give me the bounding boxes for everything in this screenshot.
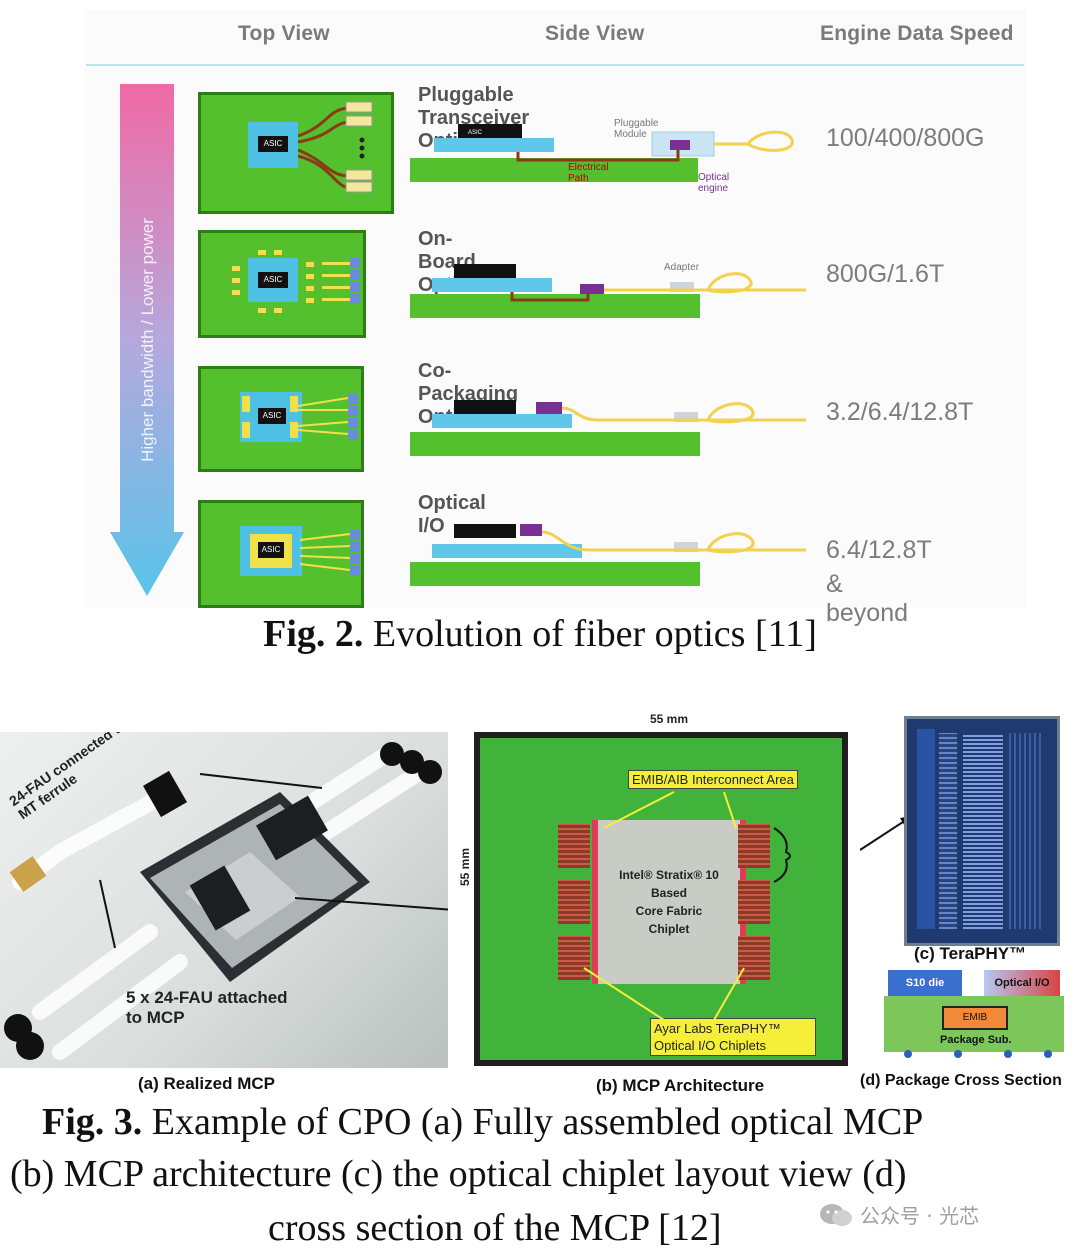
label-adapter: Adapter [664, 262, 700, 273]
chiplet [558, 936, 590, 980]
subcaption-b: (b) MCP Architecture [596, 1076, 765, 1095]
core-line: Core Fabric [635, 904, 703, 918]
mcp-architecture: Intel® Stratix® 10 Based Core Fabric Chi… [474, 732, 848, 1066]
subcaption-d: (d) Package Cross Section [860, 1072, 1062, 1089]
realized-mcp-photo: 24-FAU connected to MT ferrule 5 x 24-FA… [0, 732, 448, 1068]
header-top-view: Top View [238, 22, 330, 45]
label-emib-area: EMIB/AIB Interconnect Area [628, 770, 798, 789]
teraphy-layout [904, 716, 1060, 946]
speed-value: 6.4/12.8T [826, 536, 932, 564]
side-view-co-packaging [410, 400, 806, 456]
core-line: Intel® Stratix® 10 [619, 868, 719, 882]
row-title: Pluggable Transceiver Optics [418, 84, 530, 152]
core-line: Based [650, 886, 688, 900]
side-view-pluggable: ASIC [410, 124, 794, 182]
side-view-optical-io [410, 524, 806, 586]
optical-engines-top [232, 250, 360, 313]
asic-chip: ASIC [258, 272, 288, 288]
label-electrical-path: Electrical Path [568, 162, 609, 184]
fig3-caption-line3: cross section of the MCP [12] [268, 1207, 722, 1249]
asic-chip: ASIC [258, 136, 288, 152]
fig2-caption-label: Fig. 2. [263, 613, 364, 655]
arch-width-label: 55 mm [650, 712, 689, 726]
header-side-view: Side View [545, 22, 645, 45]
chiplet [738, 824, 770, 868]
optical-io-fibers [300, 530, 360, 576]
die-block: S10 die [888, 970, 962, 996]
label-pluggable-module: Pluggable Module [614, 118, 659, 140]
fig3-caption-line1: Fig. 3. Example of CPO (a) Fully assembl… [42, 1100, 923, 1144]
top-view-board [198, 500, 364, 608]
subcaption-c: (c) TeraPHY™ [914, 944, 1027, 963]
wechat-icon [820, 1203, 852, 1226]
core-line: Chiplet [648, 922, 690, 936]
side-view-on-board [410, 264, 806, 318]
electrical-traces [298, 101, 373, 193]
chiplet [558, 880, 590, 924]
arch-height-label: 55 mm [458, 847, 472, 886]
fig3-caption-text1: Example of CPO (a) Fully assembled optic… [151, 1101, 924, 1143]
subcaption-a: (a) Realized MCP [138, 1074, 275, 1093]
bandwidth-arrow [110, 84, 184, 596]
fig3-caption-line2: (b) MCP architecture (c) the optical chi… [10, 1153, 907, 1195]
speed-value: 3.2/6.4/12.8T [826, 398, 974, 426]
chiplet [738, 936, 770, 980]
asic-chip: ASIC [258, 542, 284, 558]
emib-block: EMIB [942, 1006, 1008, 1030]
header-engine-speed: Engine Data Speed [820, 22, 1014, 45]
fig2-caption: Fig. 2. Evolution of fiber optics [11] [0, 612, 1080, 656]
header-divider [86, 64, 1024, 66]
label-optical-engine: Optical engine [698, 172, 730, 194]
fig2-caption-text: Evolution of fiber optics [11] [372, 613, 817, 655]
label-fau-attached: 5 x 24-FAU attached to MCP [126, 988, 288, 1027]
watermark: 公众号 · 光芯 [818, 1200, 979, 1229]
asic-text: ASIC [468, 130, 483, 136]
mcp-photo-art [4, 742, 448, 1060]
arrow-label: Higher bandwidth / Lower power [138, 218, 157, 462]
arch-leader-lines [583, 791, 791, 1021]
label-terphy-chiplets: Ayar Labs TeraPHY™ Optical I/O Chiplets [650, 1018, 816, 1056]
solder-bumps [904, 1050, 1052, 1058]
speed-value-beyond: & beyond [826, 570, 909, 627]
package-sub-label: Package Sub. [940, 1034, 1012, 1046]
chiplet [738, 880, 770, 924]
watermark-text: 公众号 · 光芯 [860, 1204, 980, 1228]
co-packaged-engines [242, 394, 358, 440]
package-cross-section: S10 die Optical I/O EMIB Package Sub. [884, 966, 1064, 1060]
chiplet [558, 824, 590, 868]
core-text: Intel® Stratix® 10 Based Core Fabric Chi… [598, 866, 740, 938]
asic-chip: ASIC [258, 408, 286, 424]
row-title: Optical I/O [418, 492, 486, 537]
speed-value: 100/400/800G [826, 124, 985, 152]
fig3-caption-label: Fig. 3. [42, 1101, 143, 1143]
optical-io-block: Optical I/O [984, 970, 1060, 996]
speed-value: 800G/1.6T [826, 260, 945, 288]
